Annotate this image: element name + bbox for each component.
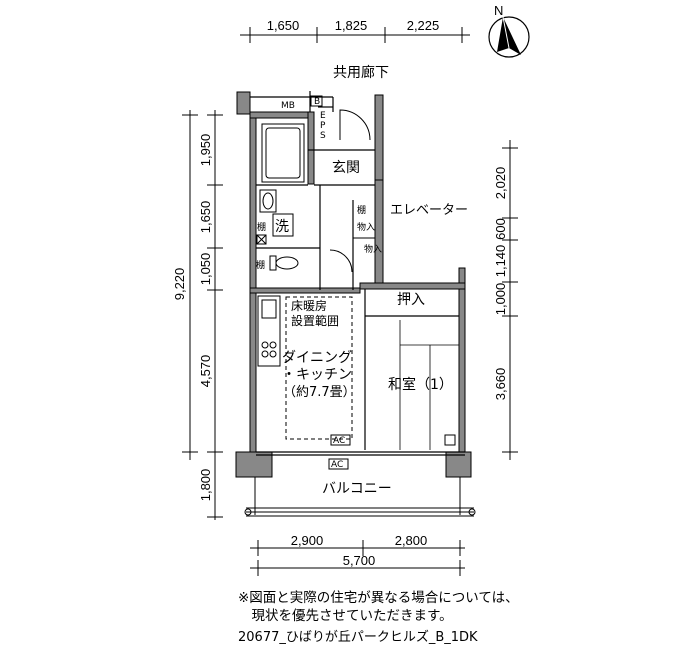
bathtub: [261, 123, 305, 183]
shelf-label-1: 棚: [257, 221, 266, 233]
dining-label-3: （約7.7畳）: [283, 385, 356, 400]
left-dim-5: 1,800: [198, 469, 213, 502]
compass-north-label: N: [494, 3, 503, 18]
compass-icon: N: [488, 3, 530, 58]
toilet: [269, 255, 299, 271]
drain-icon: [256, 234, 267, 245]
left-dimension-lines: [182, 110, 223, 520]
bottom-dimension-lines: [250, 540, 465, 576]
oshiire-label: 押入: [397, 292, 425, 308]
top-dim-3: 2,225: [407, 18, 440, 33]
tatami-mats: [399, 320, 459, 450]
ac-unit-outdoor: [328, 458, 349, 470]
kitchen-counter: [257, 295, 281, 367]
left-dim-2: 1,650: [198, 201, 213, 234]
left-dim-4: 4,570: [198, 355, 213, 388]
top-dim-2: 1,825: [335, 18, 368, 33]
bottom-dim-2: 2,800: [395, 533, 428, 548]
top-dimension-line: [240, 27, 470, 43]
eps-e-label: E: [320, 111, 326, 121]
right-dim-2: 600: [493, 218, 508, 240]
right-dim-4: 1,000: [493, 283, 508, 316]
toilet-door-swing: [329, 249, 353, 273]
shelf-label-3: 棚: [357, 204, 366, 216]
drain-icon-cross-2: [256, 234, 267, 245]
storage-label-1: 物入: [357, 221, 375, 233]
washer-box: [272, 213, 294, 237]
dining-label-1: ダイニング: [282, 350, 352, 366]
entrance-door-swing: [339, 109, 371, 141]
wash-basin: [259, 189, 277, 213]
ac-label-indoor: AC: [333, 436, 345, 446]
ac-unit-washitsu: [444, 434, 456, 446]
washitsu-label: 和室（1）: [388, 376, 453, 393]
dining-label-2: ・キッチン: [282, 367, 352, 383]
corridor-label: 共用廊下: [333, 64, 389, 81]
balcony-label: バルコニー: [322, 481, 392, 497]
plan-caption: 20677_ひばりが丘パークヒルズ_B_1DK: [238, 630, 478, 645]
mb-label: MB: [281, 101, 295, 111]
bottom-dim-1: 2,900: [291, 533, 324, 548]
left-dim-total: 9,220: [172, 268, 187, 301]
disclaimer-line-1: ※図面と実際の住宅が異なる場合については、: [238, 590, 519, 606]
elevator-label: エレベーター: [390, 203, 468, 218]
floor-heating-label-2: 設置範囲: [291, 313, 339, 328]
left-dim-1: 1,950: [198, 134, 213, 167]
balcony-railing: [244, 477, 476, 517]
eps-p-label: P: [320, 121, 326, 131]
washer-label: 洗: [275, 219, 289, 235]
interior-partitions: [250, 91, 465, 456]
right-dim-3: 1,140: [493, 245, 508, 278]
left-dim-3: 1,050: [198, 253, 213, 286]
floor-heating-label-1: 床暖房: [291, 298, 327, 313]
shelf-label-2: 棚: [256, 259, 265, 271]
bottom-dim-total: 5,700: [343, 553, 376, 568]
disclaimer-line-2: 現状を優先させていただきます。: [238, 608, 453, 624]
entrance-label: 玄関: [332, 159, 360, 176]
b-label: B: [314, 97, 320, 107]
right-dim-5: 3,660: [493, 368, 508, 401]
walls: [235, 91, 472, 478]
b-box: [310, 95, 323, 107]
ac-label-outdoor: AC: [331, 460, 343, 470]
right-dimension-line: [502, 140, 518, 460]
storage-label-2: 物入: [364, 243, 382, 255]
ac-unit-indoor: [330, 434, 351, 446]
top-dim-1: 1,650: [267, 18, 300, 33]
eps-s-label: S: [320, 131, 326, 141]
floor-heating-area: [285, 296, 353, 440]
right-dim-1: 2,020: [493, 167, 508, 200]
